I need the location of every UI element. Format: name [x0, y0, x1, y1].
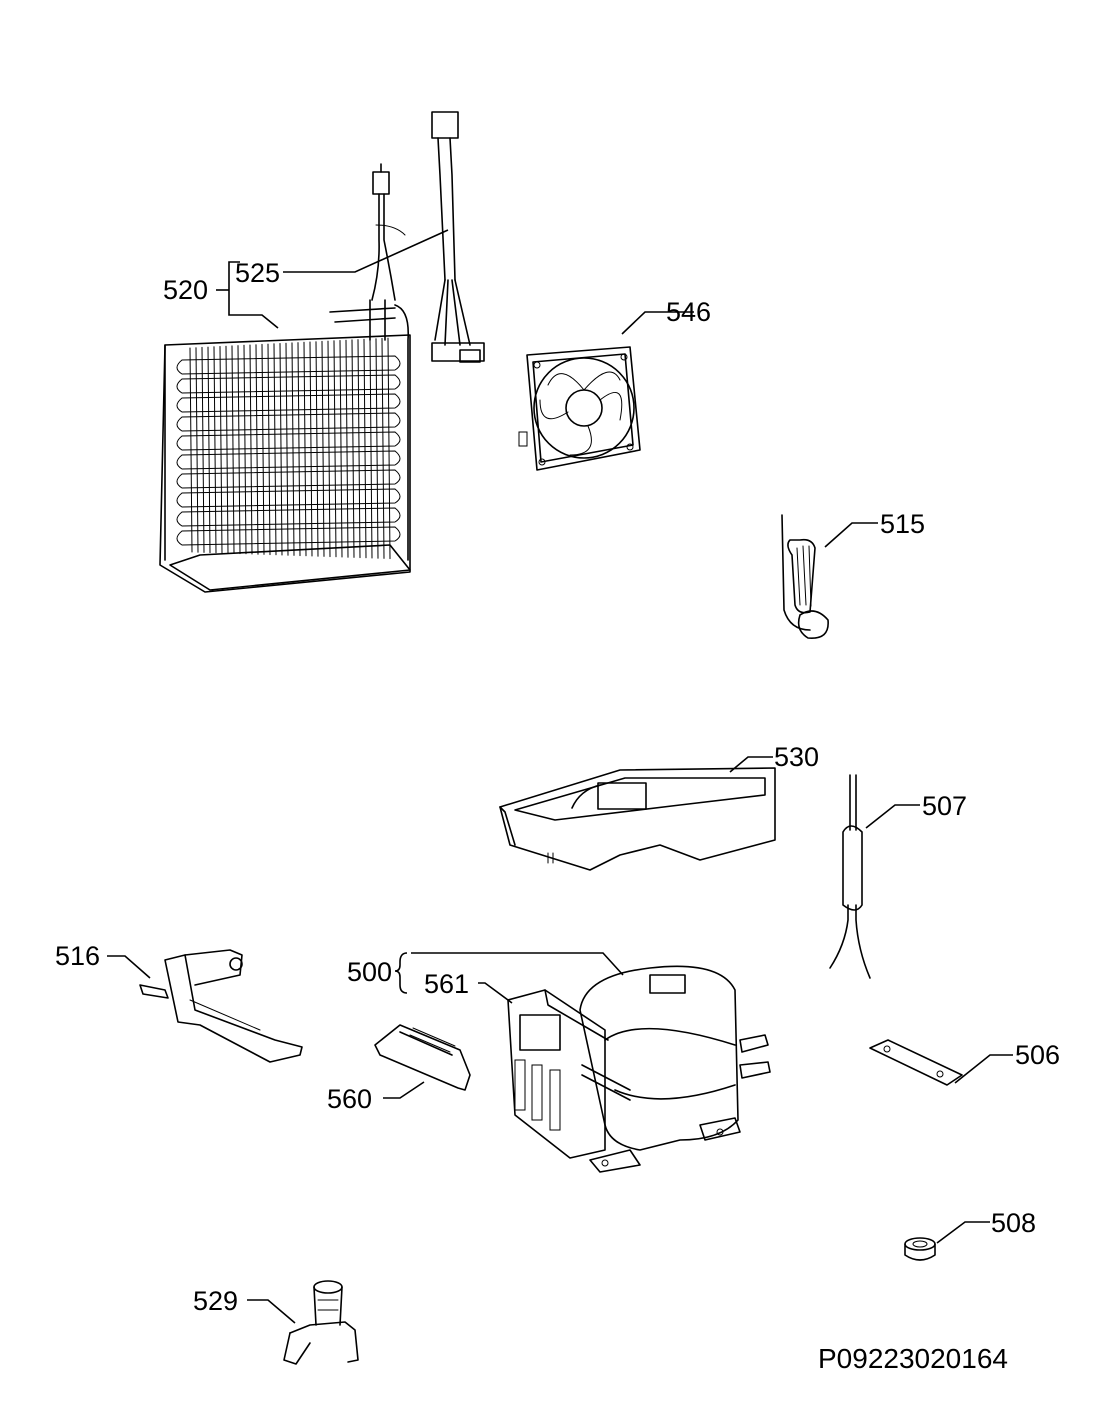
callout-525: 525: [235, 258, 280, 288]
grommet-icon[interactable]: [904, 1237, 936, 1261]
callout-500: 500: [347, 957, 392, 987]
document-code: P09223020164: [818, 1343, 1008, 1374]
callout-515: 515: [880, 509, 925, 539]
callout-530: 530: [774, 742, 819, 772]
callout-560: 560: [327, 1084, 372, 1114]
wiring-harness-icon[interactable]: [371, 111, 485, 363]
valve-icon[interactable]: [283, 1280, 359, 1365]
callout-520: 520: [163, 275, 208, 305]
clip-icon[interactable]: [374, 1024, 471, 1091]
heater-coil-icon[interactable]: [781, 514, 829, 639]
drip-tray-icon[interactable]: [499, 767, 776, 871]
callout-508: 508: [991, 1208, 1036, 1238]
leader-lines: [107, 229, 1013, 1324]
bracket-icon[interactable]: [139, 949, 303, 1063]
fan-icon[interactable]: [518, 346, 641, 471]
callout-529: 529: [193, 1286, 238, 1316]
condenser-icon[interactable]: [159, 299, 411, 593]
callout-506: 506: [1015, 1040, 1060, 1070]
callout-516: 516: [55, 941, 100, 971]
callout-546: 546: [666, 297, 711, 327]
callout-labels: 520 525 546 515 530 507 516 500 561 560 …: [55, 258, 1060, 1316]
compressor-icon[interactable]: [507, 965, 771, 1173]
filter-drier-icon[interactable]: [829, 774, 871, 979]
callout-507: 507: [922, 791, 967, 821]
callout-561: 561: [424, 969, 469, 999]
plate-icon[interactable]: [869, 1039, 963, 1086]
